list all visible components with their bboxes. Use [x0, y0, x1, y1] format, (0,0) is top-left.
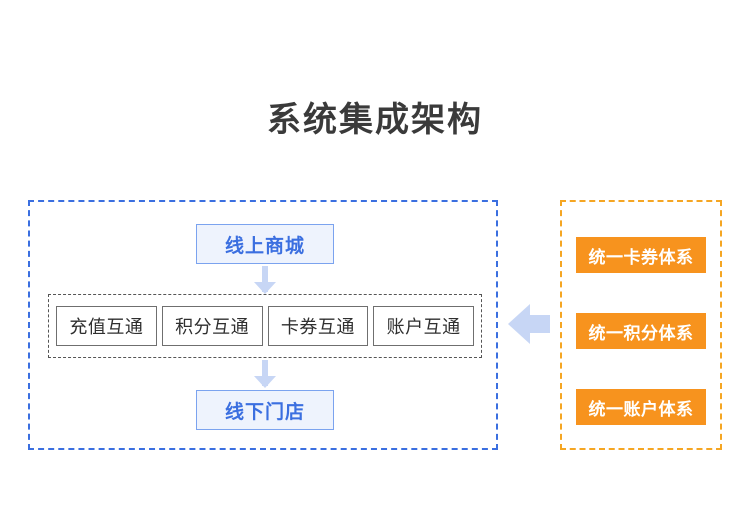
- capability-item-recharge: 充值互通: [56, 306, 157, 346]
- unified-system-coupon: 统一卡券体系: [576, 237, 706, 273]
- arrow-down-icon: [254, 282, 276, 294]
- right-dashed-panel: [560, 200, 722, 450]
- unified-system-points: 统一积分体系: [576, 313, 706, 349]
- capability-row: 充值互通 积分互通 卡券互通 账户互通: [56, 306, 474, 346]
- arrow-down-icon: [254, 376, 276, 388]
- capability-item-account: 账户互通: [373, 306, 474, 346]
- capability-group-dashed-box: [48, 294, 482, 358]
- page-title: 系统集成架构: [267, 101, 483, 139]
- connector-group-to-offline: [262, 360, 268, 386]
- left-dashed-panel: [28, 200, 498, 450]
- arrow-head: [508, 304, 530, 344]
- node-offline-store: 线下门店: [196, 390, 334, 430]
- unified-system-account: 统一账户体系: [576, 389, 706, 425]
- capability-item-points: 积分互通: [161, 306, 263, 346]
- arrow-left-icon: [508, 304, 550, 344]
- capability-item-coupon: 卡券互通: [267, 306, 369, 346]
- arrow-tail: [528, 315, 550, 333]
- node-online-mall: 线上商城: [196, 224, 334, 264]
- connector-online-to-group: [262, 266, 268, 292]
